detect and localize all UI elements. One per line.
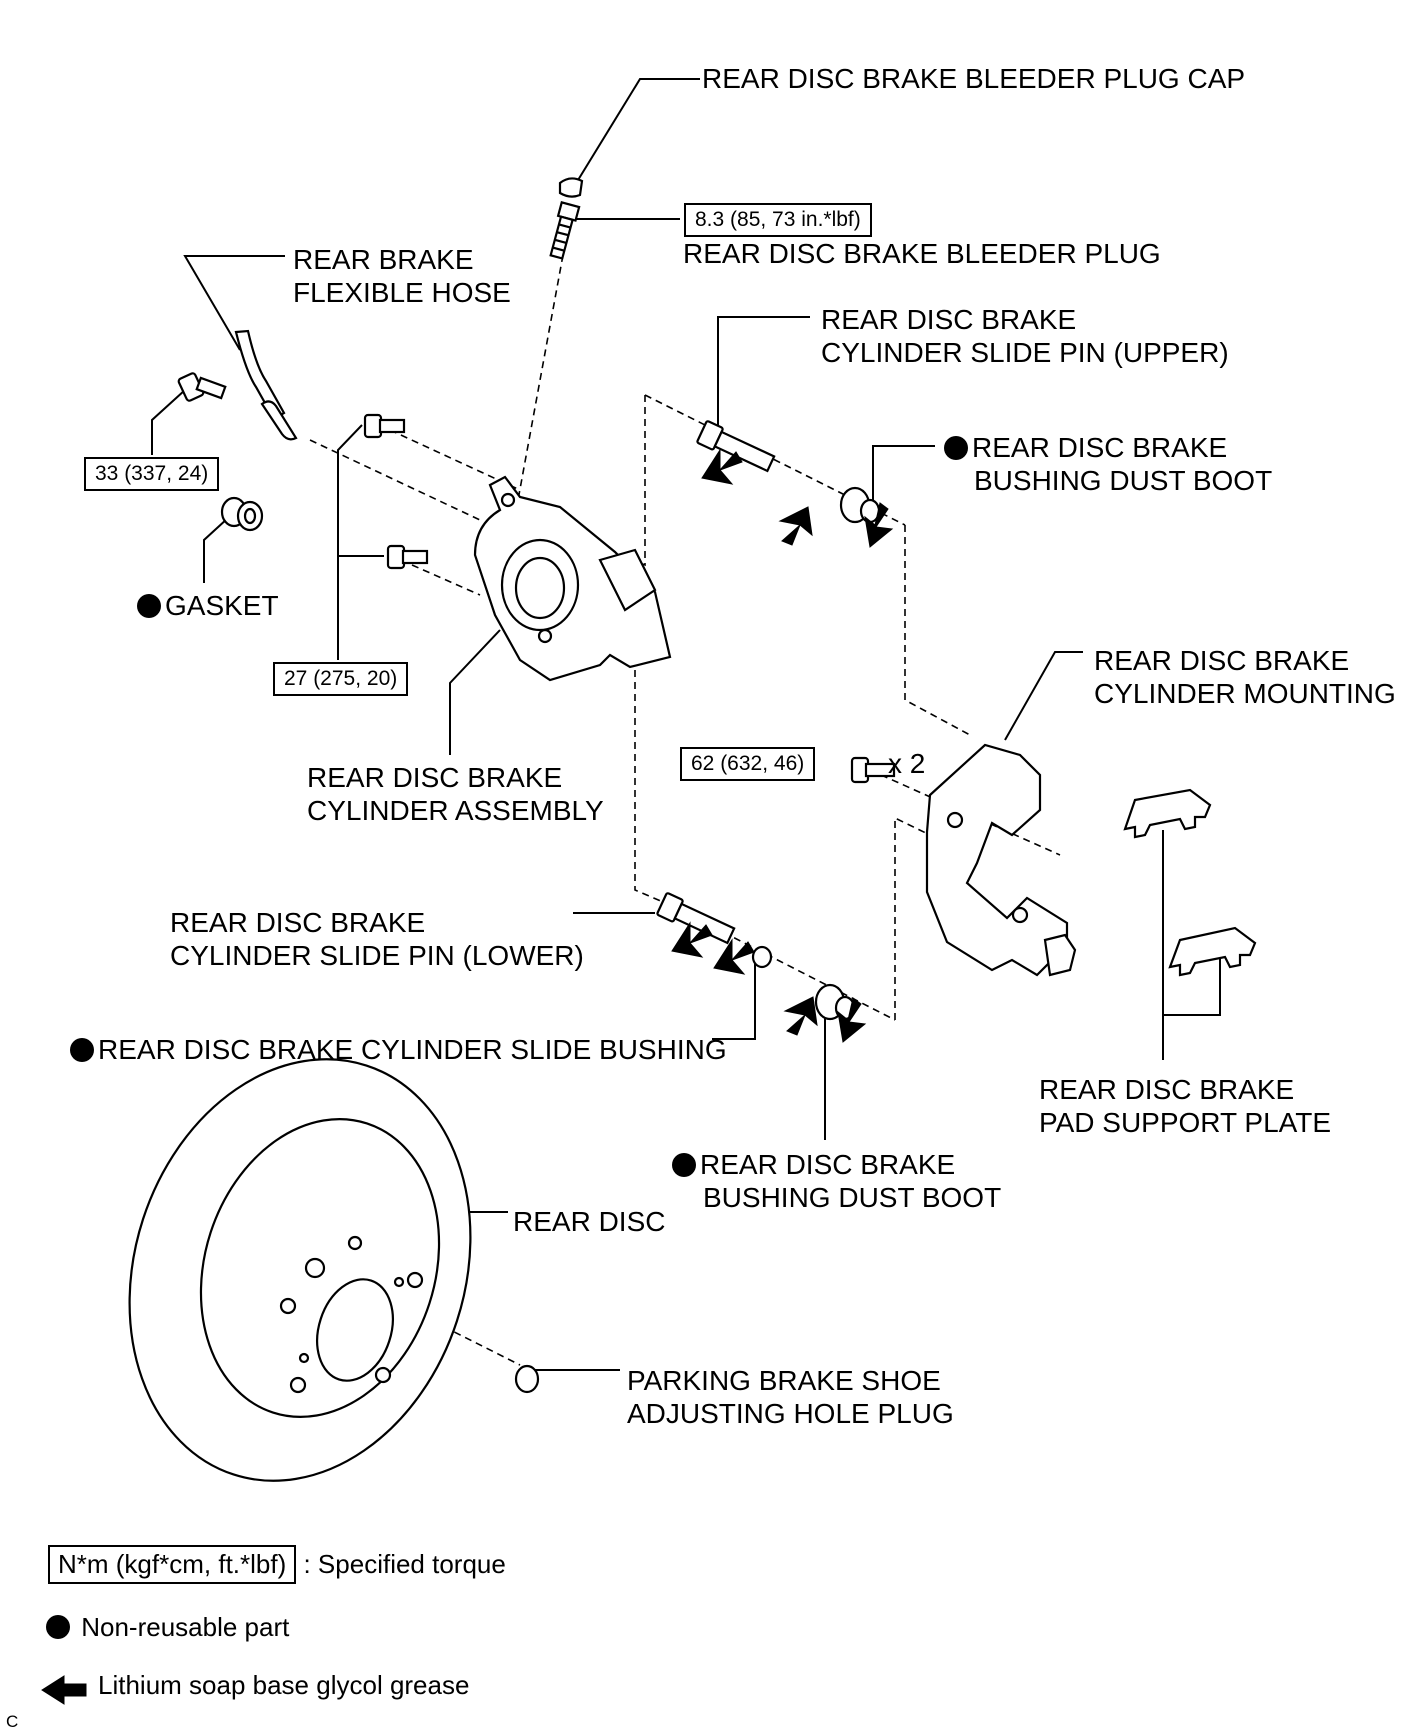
label-slide-pin-upper-2: CYLINDER SLIDE PIN (UPPER)	[821, 337, 1229, 368]
dust-boot-upper-part	[839, 486, 881, 524]
grease-arrow-icon	[864, 502, 894, 548]
leader-dust-boot-upper	[872, 445, 935, 500]
grease-arrow-icon	[671, 921, 713, 958]
label-dust-boot-lower-text: REAR DISC BRAKE	[700, 1149, 956, 1180]
nonreusable-dot-icon	[672, 1153, 696, 1177]
legend-grease: Lithium soap base glycol grease	[98, 1670, 469, 1701]
union-bolt-part	[177, 372, 227, 402]
legend-torque: N*m (kgf*cm, ft.*lbf) : Specified torque	[48, 1545, 506, 1584]
leader-slide-pin-upper	[717, 316, 810, 436]
cylinder-assembly-part	[473, 475, 672, 682]
label-bleeder-plug: REAR DISC BRAKE BLEEDER PLUG	[683, 238, 1161, 269]
label-gasket: GASKET	[137, 589, 279, 622]
hole-plug-part	[514, 1364, 540, 1394]
torque-bleeder: 8.3 (85, 73 in.*lbf)	[684, 203, 872, 237]
nonreusable-dot-icon	[46, 1615, 70, 1639]
leader-pad-support-branch	[1163, 958, 1221, 1016]
grease-arrow-icon	[701, 448, 743, 485]
legend-nonreusable-text: Non-reusable part	[81, 1612, 290, 1642]
legend-torque-text: : Specified torque	[303, 1549, 506, 1579]
leader-gasket	[203, 517, 229, 583]
cylinder-bolt-lower-part	[386, 544, 429, 570]
leader-cylinder-assembly	[449, 629, 501, 755]
torque-union-bolt: 33 (337, 24)	[84, 457, 220, 491]
cylinder-mounting-part	[925, 743, 1077, 977]
label-rear-disc: REAR DISC	[513, 1206, 666, 1237]
rear-disc-part	[128, 1058, 472, 1482]
leader-cylinder-bolts	[337, 424, 363, 660]
mounting-bolt-part	[850, 756, 896, 784]
label-dust-boot-lower-1: REAR DISC BRAKE	[672, 1148, 955, 1181]
nonreusable-dot-icon	[944, 436, 968, 460]
label-dust-boot-upper-text: REAR DISC BRAKE	[972, 432, 1228, 463]
nonreusable-dot-icon	[70, 1038, 94, 1062]
torque-cylinder-bolts: 27 (275, 20)	[273, 662, 409, 696]
gasket-part	[220, 496, 264, 532]
leader-slide-bushing	[712, 960, 756, 1040]
flexible-hose-part	[234, 329, 286, 421]
label-dust-boot-lower-2: BUSHING DUST BOOT	[703, 1182, 1002, 1213]
hose-fitting-part	[260, 400, 298, 441]
grease-arrow-icon	[783, 996, 818, 1036]
dashed-lower-boot-path	[894, 816, 931, 1020]
dashed-bleeder-axis	[517, 254, 564, 501]
nonreusable-dot-icon	[137, 594, 161, 618]
label-hole-plug-2: ADJUSTING HOLE PLUG	[627, 1398, 954, 1429]
leader-union-bolt	[151, 389, 186, 455]
dust-boot-lower-part	[814, 983, 856, 1021]
cylinder-bolt-upper-part	[363, 413, 406, 439]
label-slide-pin-upper-1: REAR DISC BRAKE	[821, 304, 1077, 335]
leader-cylinder-mounting	[1004, 651, 1083, 741]
label-flexible-hose-2: FLEXIBLE HOSE	[293, 277, 511, 308]
label-flexible-hose-1: REAR BRAKE	[293, 244, 474, 275]
legend-grease-arrow-icon	[41, 1675, 87, 1705]
label-cylinder-mounting-2: CYLINDER MOUNTING	[1094, 678, 1396, 709]
bleeder-cap-part	[558, 177, 584, 198]
legend-grease-text: Lithium soap base glycol grease	[98, 1670, 470, 1700]
dashed-bolt2-axis	[411, 564, 481, 596]
bleeder-plug-part	[549, 201, 581, 260]
label-slide-pin-lower-1: REAR DISC BRAKE	[170, 907, 426, 938]
dashed-hose-axis	[309, 439, 481, 521]
dashed-mount-bolt-axis	[869, 769, 1061, 856]
dashed-lower-path	[634, 670, 671, 906]
grease-arrow-icon	[837, 997, 867, 1043]
slide-bushing-part	[751, 945, 773, 969]
legend-nonreusable: Non-reusable part	[46, 1612, 289, 1643]
label-hole-plug-1: PARKING BRAKE SHOE	[627, 1365, 941, 1396]
slide-pin-upper-part	[696, 420, 776, 473]
dashed-upper-boot-path	[904, 525, 971, 736]
slide-pin-lower-part	[656, 892, 736, 945]
label-cylinder-assembly-1: REAR DISC BRAKE	[307, 762, 563, 793]
label-pad-support-plate-2: PAD SUPPORT PLATE	[1039, 1107, 1332, 1138]
dashed-upper-pin-path	[619, 395, 646, 567]
label-pad-support-plate-1: REAR DISC BRAKE	[1039, 1074, 1295, 1105]
legend-torque-box: N*m (kgf*cm, ft.*lbf)	[48, 1545, 297, 1584]
label-dust-boot-upper-2: BUSHING DUST BOOT	[974, 465, 1273, 496]
label-slide-bushing-text: REAR DISC BRAKE CYLINDER SLIDE BUSHING	[98, 1034, 727, 1065]
leader-flexible-hose	[183, 255, 285, 351]
label-slide-bushing: REAR DISC BRAKE CYLINDER SLIDE BUSHING	[70, 1033, 727, 1066]
label-slide-pin-lower-2: CYLINDER SLIDE PIN (LOWER)	[170, 940, 584, 971]
leader-bleeder-cap	[574, 78, 700, 186]
label-cylinder-assembly-2: CYLINDER ASSEMBLY	[307, 795, 604, 826]
label-gasket-text: GASKET	[165, 590, 279, 621]
corner-mark: C	[6, 1712, 19, 1731]
label-cylinder-mounting-1: REAR DISC BRAKE	[1094, 645, 1350, 676]
pad-support-plate-lower-part	[1168, 926, 1257, 977]
grease-arrow-icon	[713, 938, 755, 975]
quantity-mark: x 2	[888, 748, 926, 779]
label-bleeder-plug-cap: REAR DISC BRAKE BLEEDER PLUG CAP	[702, 63, 1246, 94]
pad-support-plate-upper-part	[1123, 788, 1212, 839]
torque-mounting-bolts: 62 (632, 46)	[680, 747, 816, 781]
label-dust-boot-upper-1: REAR DISC BRAKE	[944, 431, 1227, 464]
grease-arrow-icon	[778, 506, 813, 546]
